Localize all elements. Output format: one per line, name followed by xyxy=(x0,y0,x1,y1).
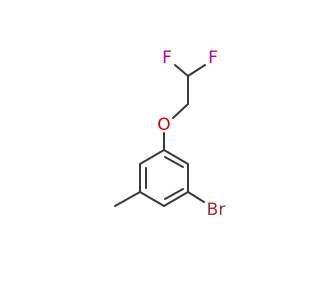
atom-label-oxygen: O xyxy=(157,115,170,135)
ring-double-bond-inner-c1-c2 xyxy=(164,156,184,168)
bond-ring-to-bromine xyxy=(187,191,205,203)
ring-double-bond-inner-c3-c4 xyxy=(164,188,184,200)
bond-ring-to-methyl xyxy=(114,191,141,207)
ring-bond-c4-c5 xyxy=(139,191,165,207)
bond-chf2-to-fluorine-right xyxy=(187,64,206,77)
ring-bond-c1-c2 xyxy=(163,149,189,165)
ring-bond-c3-c4 xyxy=(163,191,189,207)
bond-ch2-to-oxygen xyxy=(172,103,189,119)
bond-chf2-to-fluorine-left xyxy=(174,64,189,77)
molecule-structure-diagram: F F O Br xyxy=(114,48,226,220)
atom-label-fluorine-right: F xyxy=(208,48,218,68)
ring-bond-c6-c1 xyxy=(139,149,165,165)
atom-label-fluorine-left: F xyxy=(162,48,172,68)
atom-label-bromine: Br xyxy=(207,200,226,220)
